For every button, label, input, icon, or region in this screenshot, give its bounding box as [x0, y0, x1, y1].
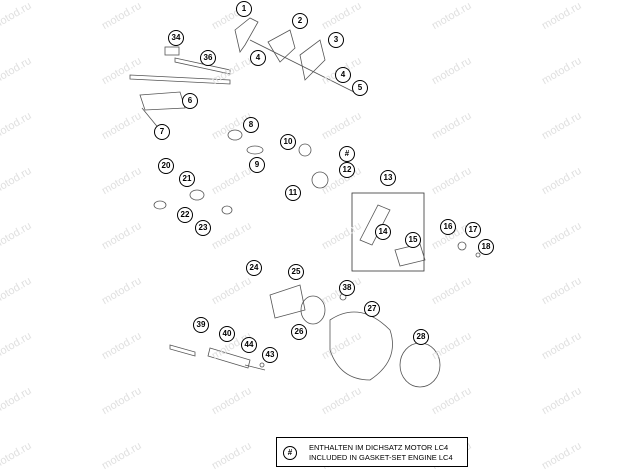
callout-9: 9	[249, 157, 265, 173]
callout-17: 17	[465, 222, 481, 238]
part-14-shape	[359, 204, 391, 246]
part-34-shape	[164, 46, 180, 56]
callout-15: 15	[405, 232, 421, 248]
callout-40: 40	[219, 326, 235, 342]
callout-13: 13	[380, 170, 396, 186]
part-12-shape	[311, 171, 329, 189]
callout-20: 20	[158, 158, 174, 174]
callout-8: 8	[243, 117, 259, 133]
part-43-shape	[259, 362, 265, 368]
part-18-shape	[475, 252, 481, 258]
callout-23: 23	[195, 220, 211, 236]
part-27-shape	[329, 311, 393, 381]
callout-28: 28	[413, 329, 429, 345]
callout-39: 39	[193, 317, 209, 333]
callout-24: 24	[246, 260, 262, 276]
callout-11: 11	[285, 185, 301, 201]
callout-22: 22	[177, 207, 193, 223]
callout-34: 34	[168, 30, 184, 46]
legend-symbol: #	[283, 446, 297, 460]
callout-10: 10	[280, 134, 296, 150]
callout-3: 3	[328, 32, 344, 48]
callout-25: 25	[288, 264, 304, 280]
callout-1: 1	[236, 1, 252, 17]
part-6-shape	[139, 91, 186, 111]
legend-line-english: INCLUDED IN GASKET-SET ENGINE LC4	[309, 453, 453, 462]
part-2-shape	[267, 29, 296, 63]
callout-2: 2	[292, 13, 308, 29]
part-39-shape	[169, 344, 196, 357]
callout-7: 7	[154, 124, 170, 140]
part-17-shape	[457, 241, 467, 251]
part-8-shape	[227, 129, 243, 141]
part-3-shape	[299, 39, 326, 81]
callout-6: 6	[182, 93, 198, 109]
callout-14: 14	[375, 224, 391, 240]
part-28-shape	[399, 342, 441, 388]
callout-16: 16	[440, 219, 456, 235]
legend-line-german: ENTHALTEN IM DICHSATZ MOTOR LC4	[309, 443, 449, 452]
callout-5: 5	[352, 80, 368, 96]
callout-44: 44	[241, 337, 257, 353]
part-1-shape	[234, 17, 259, 53]
callout-26: 26	[291, 324, 307, 340]
part-rod-shape	[129, 74, 231, 85]
callout-hash: #	[339, 146, 355, 162]
part-26-shape	[300, 295, 326, 325]
callout-27: 27	[364, 301, 380, 317]
legend-box: # ENTHALTEN IM DICHSATZ MOTOR LC4 INCLUD…	[276, 437, 468, 467]
callout-21: 21	[179, 171, 195, 187]
callout-38: 38	[339, 280, 355, 296]
part-40-shape	[207, 347, 251, 369]
part-25-shape	[269, 284, 306, 319]
callout-36: 36	[200, 50, 216, 66]
callout-4b: 4	[335, 67, 351, 83]
callout-4: 4	[250, 50, 266, 66]
part-44-shape	[244, 364, 266, 371]
callout-12: 12	[339, 162, 355, 178]
callout-18: 18	[478, 239, 494, 255]
part-36-shape	[174, 57, 231, 75]
callout-43: 43	[262, 347, 278, 363]
